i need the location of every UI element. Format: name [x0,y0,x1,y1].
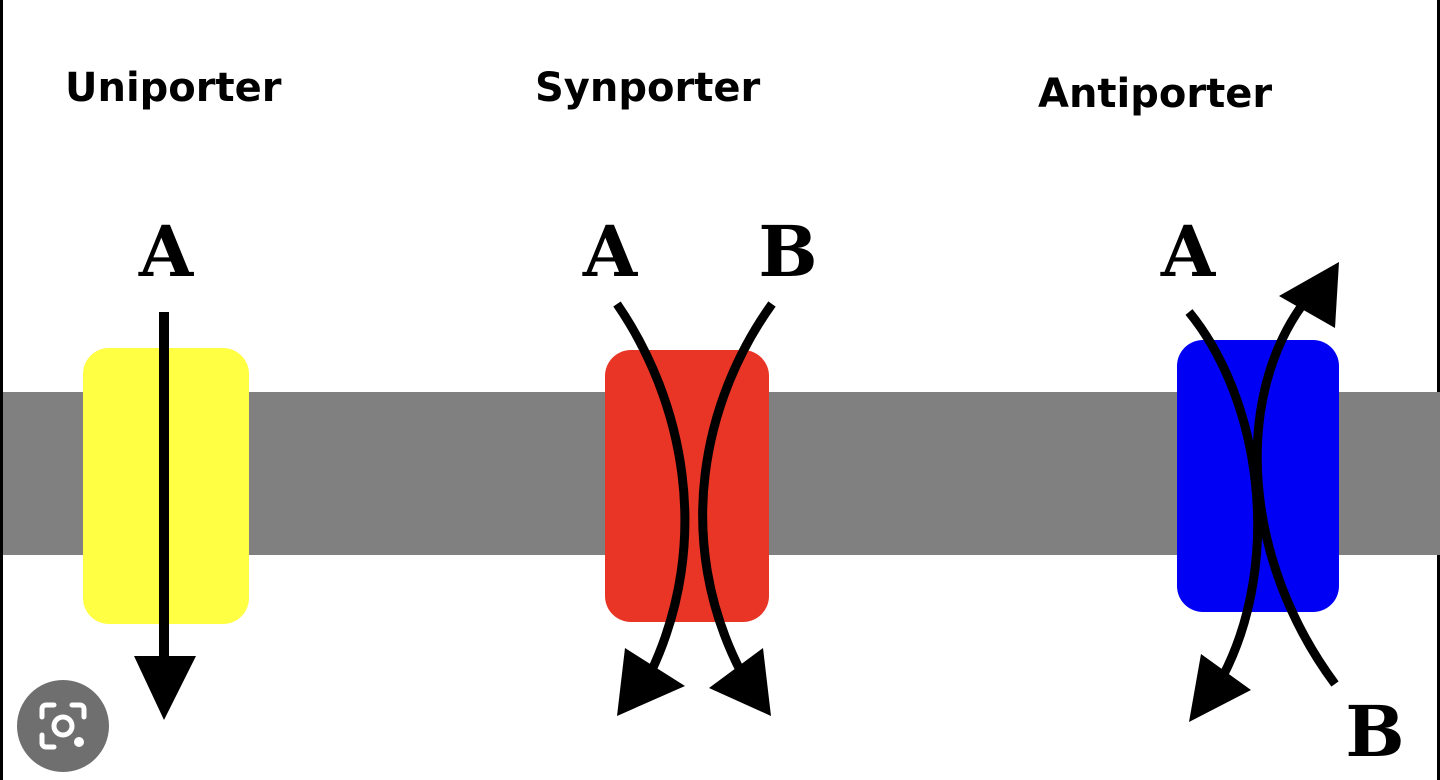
synporter-label-a: A [582,210,639,293]
uniporter-title: Uniporter [65,65,282,111]
antiporter-title: Antiporter [1038,71,1273,117]
visual-search-button[interactable] [17,680,109,772]
antiporter-arrow-a [1185,309,1263,722]
uniporter-arrow [134,312,196,720]
synporter-label-b: B [758,210,817,293]
visual-search-icon [39,702,87,750]
antiporter-arrow-b [1252,262,1339,687]
antiporter-label-b: B [1345,690,1404,773]
uniporter-label-a: A [138,210,195,293]
synporter-title: Synporter [535,65,761,111]
synporter-arrow-b [698,301,776,716]
antiporter-label-a: A [1160,210,1217,293]
transport-arrows: A A B A B [134,210,1405,773]
synporter-arrow-a [613,301,690,716]
